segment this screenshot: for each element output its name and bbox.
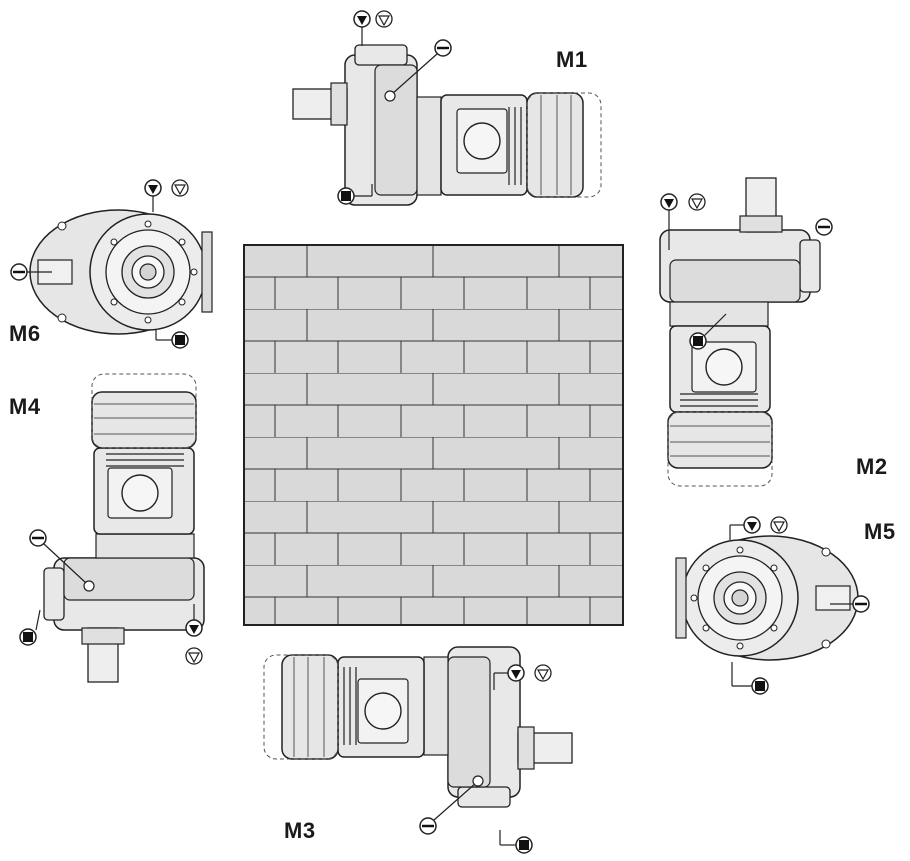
fill-plug-icon [507,664,525,682]
level-plug-icon [28,528,48,548]
gear-motor-m1 [292,44,602,206]
breather-icon [688,193,706,211]
position-label-m4: M4 [9,394,41,419]
level-plug-icon [418,816,438,836]
level-plug-icon [9,262,29,282]
position-label-m2: M2 [856,454,888,479]
fill-plug-icon [353,10,371,28]
fill-plug-icon [743,516,761,534]
position-label-m5: M5 [864,519,896,544]
drain-plug-icon [171,331,189,349]
gear-motor-m6 [29,209,213,335]
breather-icon [534,664,552,682]
gear-motor-m2 [659,177,821,487]
fill-plug-icon [144,179,162,197]
fill-plug-icon [185,619,203,637]
breather-icon [185,647,203,665]
fill-plug-icon [660,193,678,211]
gear-motor-m4 [43,373,205,683]
drain-plug-icon [19,628,37,646]
drain-plug-icon [751,677,769,695]
drain-plug-icon [689,332,707,350]
breather-icon [171,179,189,197]
breather-icon [770,516,788,534]
level-plug-icon [433,38,453,58]
mounting-wall [243,244,624,626]
breather-icon [375,10,393,28]
position-label-m1: M1 [556,47,588,72]
position-label-m3: M3 [284,818,316,843]
drain-plug-icon [337,187,355,205]
level-plug-icon [814,217,834,237]
gear-motor-m3 [263,646,573,808]
gear-motor-m5 [675,535,859,661]
position-label-m6: M6 [9,321,41,346]
level-plug-icon [851,594,871,614]
drain-plug-icon [515,836,533,854]
